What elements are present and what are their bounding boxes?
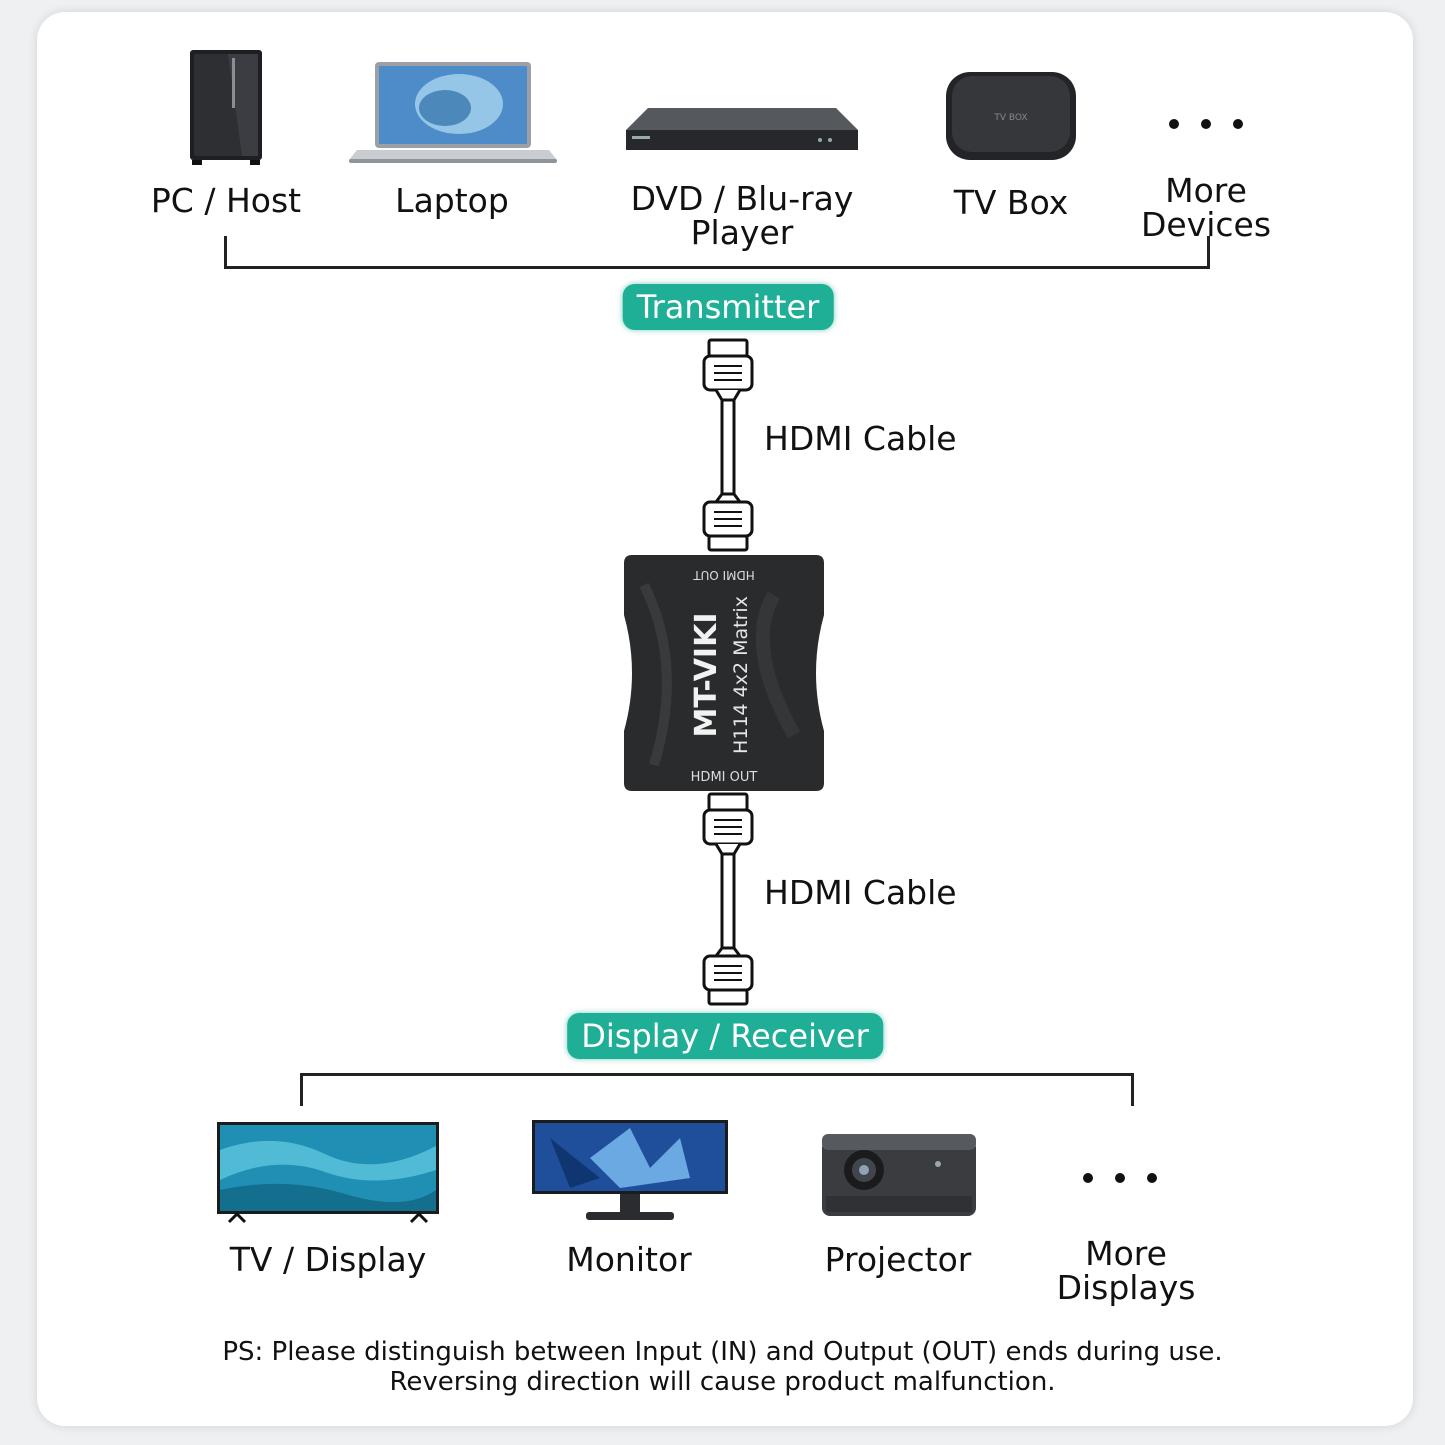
transmitter-badge: Transmitter [622,284,834,330]
device-port-bottom: HDMI OUT [691,770,758,785]
tv-box-text: TV BOX [993,113,1027,123]
cable-label-top: HDMI Cable [764,419,957,458]
cable-label-bottom: HDMI Cable [764,873,957,912]
tv-box-icon: TV BOX [946,72,1076,160]
display-label-more: More Displays [1056,1234,1196,1307]
receiver-badge: Display / Receiver [567,1013,883,1059]
projector-icon [822,1134,976,1216]
device-brand: MT-VIKI [689,613,724,738]
hdmi-cable-top [702,338,754,552]
device-port-top: HDMI OUT [693,568,755,582]
note-line-2: Reversing direction will cause product m… [389,1367,1056,1397]
sources-bracket [224,236,1210,269]
source-label-pc: PC / Host [150,181,302,220]
dvd-player-icon [626,108,858,150]
monitor-icon [532,1120,728,1220]
source-label-tvbox: TV Box [953,183,1069,222]
source-label-laptop: Laptop [395,181,509,220]
display-label-tv: TV / Display [229,1240,427,1279]
tv-icon [217,1122,439,1224]
display-label-projector: Projector [824,1240,972,1279]
ellipsis-icon [1083,1173,1157,1183]
laptop-icon [349,62,557,163]
pc-tower-icon [190,50,262,165]
hdmi-cable-bottom [702,792,754,1006]
display-label-monitor: Monitor [566,1240,692,1279]
note-line-1: PS: Please distinguish between Input (IN… [222,1337,1223,1367]
hdmi-device-icon: HDMI OUT MT-VIKI H114 4x2 Matrix HDMI OU… [624,555,824,791]
ellipsis-icon [1169,119,1243,129]
displays-bracket [300,1073,1134,1106]
source-label-more: More Devices [1140,171,1272,244]
source-label-dvd: DVD / Blu-ray Player [630,179,854,252]
device-model: H114 4x2 Matrix [730,596,752,754]
